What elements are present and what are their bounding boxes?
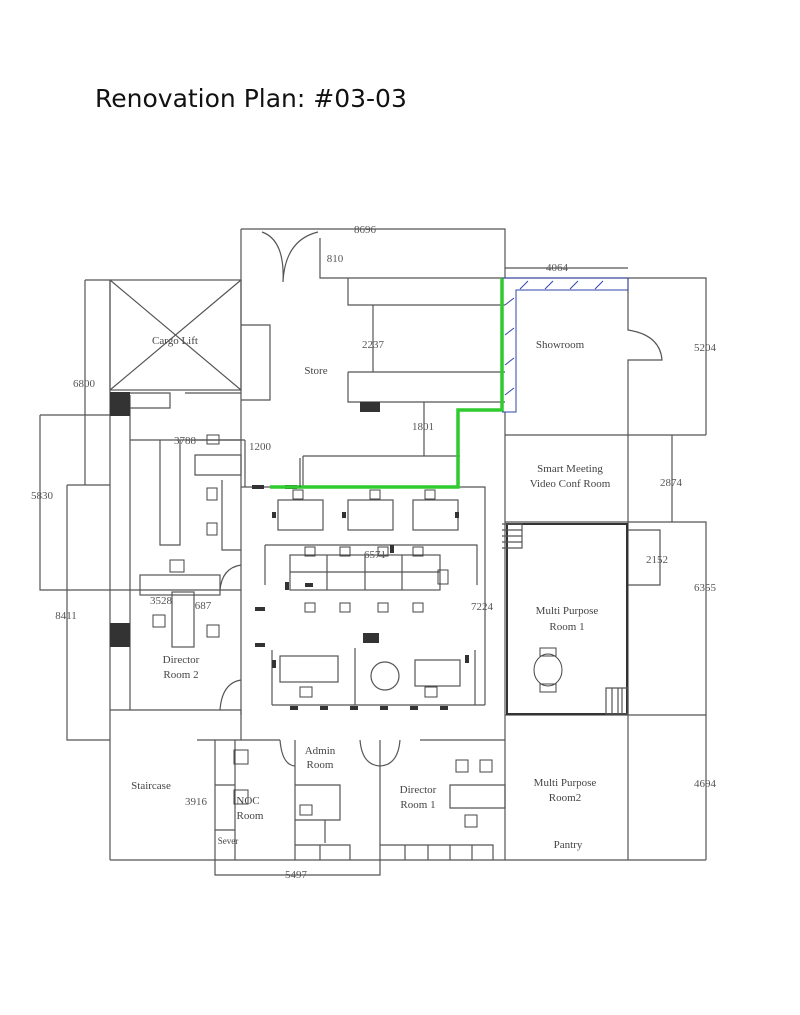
dim-3528: 3528 xyxy=(150,595,173,607)
dim-2152: 2152 xyxy=(646,554,668,566)
walls xyxy=(39,228,707,876)
dim-1801: 1801 xyxy=(412,421,434,433)
chairs xyxy=(152,434,563,828)
room-labels: Cargo Lift Store Showroom Smart Meeting … xyxy=(131,335,611,851)
label-director-room-1: Director xyxy=(400,784,437,796)
dim-7224: 7224 xyxy=(471,601,494,613)
label-cargo-lift: Cargo Lift xyxy=(152,335,198,347)
dim-810: 810 xyxy=(327,253,344,265)
dim-2237: 2237 xyxy=(362,339,385,351)
dim-5204: 5204 xyxy=(694,342,717,354)
label-store: Store xyxy=(304,365,327,377)
label-admin-room: Admin xyxy=(305,745,336,757)
dim-8411: 8411 xyxy=(55,610,77,622)
label-multi-purpose-1: Multi Purpose xyxy=(536,605,599,617)
dim-6571: 6571 xyxy=(364,549,386,561)
dim-6800: 6800 xyxy=(73,378,96,390)
dim-4064: 4064 xyxy=(546,262,569,274)
highlight-wall-green xyxy=(270,278,504,489)
dim-5497: 5497 xyxy=(285,869,308,881)
plan-title: Renovation Plan: #03-03 xyxy=(95,84,407,113)
workstation-markers xyxy=(252,485,469,710)
label-smart-meeting: Smart Meeting xyxy=(537,463,603,475)
label-staircase: Staircase xyxy=(131,780,171,792)
label-director-room-2b: Room 2 xyxy=(163,669,198,681)
label-admin-room-b: Room xyxy=(307,759,334,771)
label-video-conf: Video Conf Room xyxy=(530,478,611,490)
dim-6355: 6355 xyxy=(694,582,717,594)
label-multi-purpose-2: Multi Purpose xyxy=(534,777,597,789)
label-room-1: Room 1 xyxy=(549,621,584,633)
dim-2874: 2874 xyxy=(660,477,683,489)
dim-687: 687 xyxy=(195,600,212,612)
label-noc-room: NOC xyxy=(236,795,259,807)
dim-4694: 4694 xyxy=(694,778,717,790)
label-showroom: Showroom xyxy=(536,339,585,351)
label-server: Sever xyxy=(218,836,239,846)
label-pantry: Pantry xyxy=(554,839,583,851)
dimension-lines xyxy=(195,267,628,487)
dim-3788: 3788 xyxy=(174,435,197,447)
dim-1200: 1200 xyxy=(249,441,272,453)
hatched-area xyxy=(502,277,629,413)
label-director-room-2: Director xyxy=(163,654,200,666)
label-room-2: Room2 xyxy=(549,792,581,804)
dim-3916: 3916 xyxy=(185,796,208,808)
dimension-labels: 8696 810 4064 2237 5204 6800 1801 3788 1… xyxy=(31,224,717,881)
dim-5830: 5830 xyxy=(31,490,54,502)
label-director-room-1b: Room 1 xyxy=(400,799,435,811)
dim-8696: 8696 xyxy=(354,224,377,236)
label-noc-room-b: Room xyxy=(237,810,264,822)
